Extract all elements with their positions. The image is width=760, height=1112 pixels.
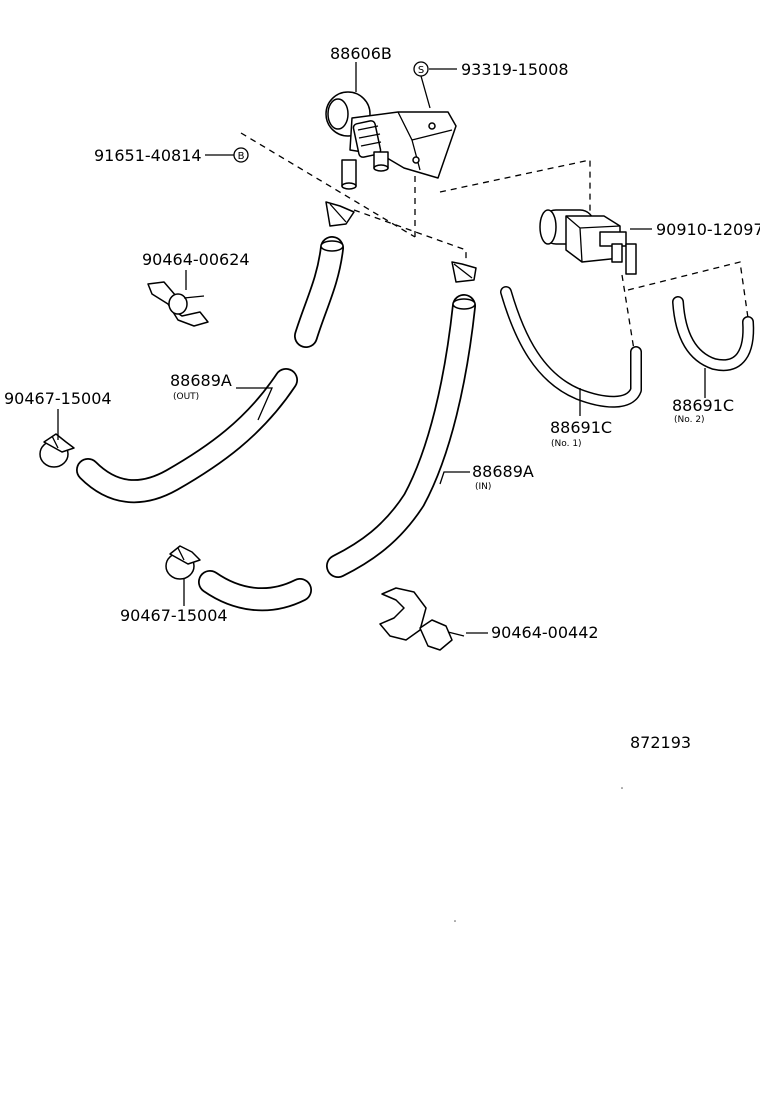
label-clamp-left: 90467-15004 bbox=[4, 389, 112, 408]
label-hose-no1-note: (No. 1) bbox=[551, 439, 582, 449]
label-clip-upper: 90464-00624 bbox=[142, 250, 250, 269]
label-hose-no2-note: (No. 2) bbox=[674, 415, 705, 425]
svg-text:B: B bbox=[238, 151, 245, 162]
clip-bottom-drawing bbox=[379, 587, 465, 651]
hose-no1-drawing bbox=[500, 286, 642, 408]
scan-specks bbox=[454, 787, 623, 922]
label-hose-in: 88689A bbox=[472, 462, 534, 481]
label-hose-in-note: (IN) bbox=[475, 482, 491, 492]
clamp-bottom-drawing bbox=[165, 545, 201, 580]
label-nut: 91651-40814 bbox=[94, 146, 202, 165]
label-hose-no2: 88691C bbox=[672, 396, 734, 415]
label-vacuum-switch-valve: 90910-12097 bbox=[656, 220, 760, 239]
hose-no2-drawing bbox=[672, 296, 755, 372]
label-clip-bottom: 90464-00442 bbox=[491, 623, 599, 642]
vsv-valve-drawing bbox=[325, 91, 457, 190]
hose-short-upper bbox=[294, 236, 344, 348]
hose-bottom-left-drawing bbox=[198, 570, 312, 612]
label-clamp-bottom: 90467-15004 bbox=[120, 606, 228, 625]
vacuum-switch-valve-drawing bbox=[539, 209, 637, 275]
small-clamp-right bbox=[451, 261, 477, 283]
label-bolt: 93319-15008 bbox=[461, 60, 569, 79]
nut-symbol: B bbox=[233, 147, 249, 163]
clamp-left-drawing bbox=[39, 433, 75, 468]
label-vsv-valve: 88606B bbox=[330, 44, 392, 63]
label-hose-no1: 88691C bbox=[550, 418, 612, 437]
hose-out-drawing bbox=[76, 368, 298, 504]
svg-text:S: S bbox=[418, 65, 424, 76]
assembly-dashed-lines bbox=[240, 132, 749, 351]
label-hose-out: 88689A bbox=[170, 371, 232, 390]
label-hose-out-note: (OUT) bbox=[173, 392, 199, 402]
leader-lines bbox=[57, 62, 706, 634]
clip-upper-drawing bbox=[147, 281, 209, 327]
bolt-symbol: S bbox=[413, 61, 429, 77]
hose-in-drawing bbox=[326, 294, 476, 578]
diagram-ref-number: 872193 bbox=[630, 733, 691, 752]
small-clamp-upper bbox=[325, 201, 355, 227]
